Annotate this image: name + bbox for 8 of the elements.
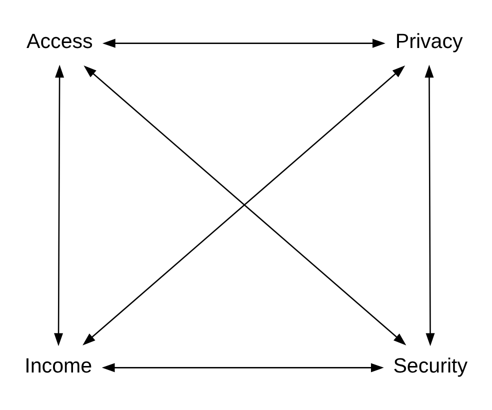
arrow bbox=[102, 38, 386, 48]
node-text: Security bbox=[393, 354, 468, 378]
arrow bbox=[424, 64, 435, 346]
node-text: Access bbox=[26, 30, 93, 53]
node-text: Privacy bbox=[395, 30, 463, 53]
arrow bbox=[102, 362, 384, 372]
arrow bbox=[54, 64, 64, 346]
node-text: Income bbox=[24, 354, 92, 378]
